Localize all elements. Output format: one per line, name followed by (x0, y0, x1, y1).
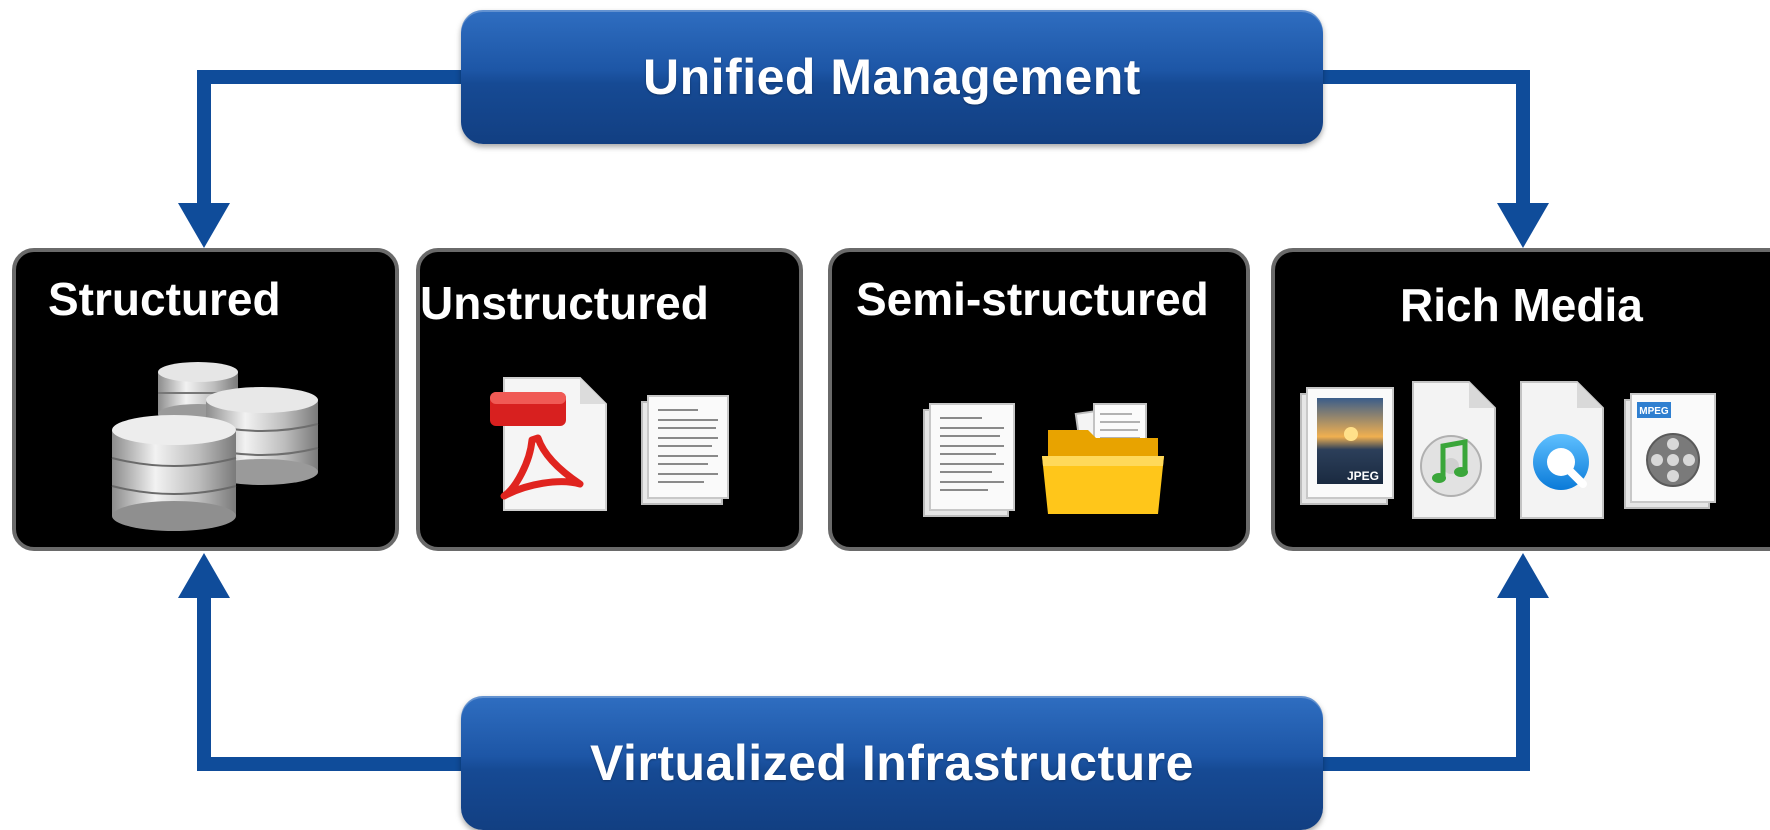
banner-label: Unified Management (643, 49, 1141, 105)
arrowhead-up-right (1497, 553, 1549, 598)
arrow-bottom-right (1323, 588, 1530, 771)
semi-structured-box: Semi-structured (828, 248, 1250, 551)
virtualized-infrastructure-banner: Virtualized Infrastructure (461, 696, 1323, 830)
arrow-top-left (197, 70, 461, 215)
category-title: Semi-structured (856, 273, 1209, 325)
mpeg-video-icon: MPEG (1624, 393, 1716, 509)
pdf-icon (490, 377, 607, 511)
jpeg-image-icon: JPEG (1300, 387, 1394, 505)
category-title: Structured (48, 273, 281, 325)
arrowhead-down-right (1497, 203, 1549, 248)
arrow-top-right (1323, 70, 1530, 215)
arrow-bottom-left (197, 588, 461, 771)
banner-label: Virtualized Infrastructure (590, 735, 1194, 791)
folder-icon (1042, 403, 1164, 514)
database-icon (111, 362, 319, 531)
unstructured-box: Unstructured (416, 248, 803, 551)
rich-media-box: Rich Media JPEG (1271, 248, 1770, 551)
unified-management-banner: Unified Management (461, 10, 1323, 144)
text-document-icon (641, 395, 729, 505)
music-file-icon (1412, 381, 1496, 519)
arrowhead-up-left (178, 553, 230, 598)
quicktime-file-icon (1520, 381, 1604, 519)
mpeg-label: MPEG (1639, 406, 1669, 417)
structured-box: Structured (12, 248, 399, 551)
arrowhead-down-left (178, 203, 230, 248)
jpeg-label: JPEG (1347, 469, 1379, 483)
text-document-icon (923, 403, 1015, 517)
category-title: Rich Media (1400, 279, 1643, 331)
category-title: Unstructured (420, 277, 709, 329)
